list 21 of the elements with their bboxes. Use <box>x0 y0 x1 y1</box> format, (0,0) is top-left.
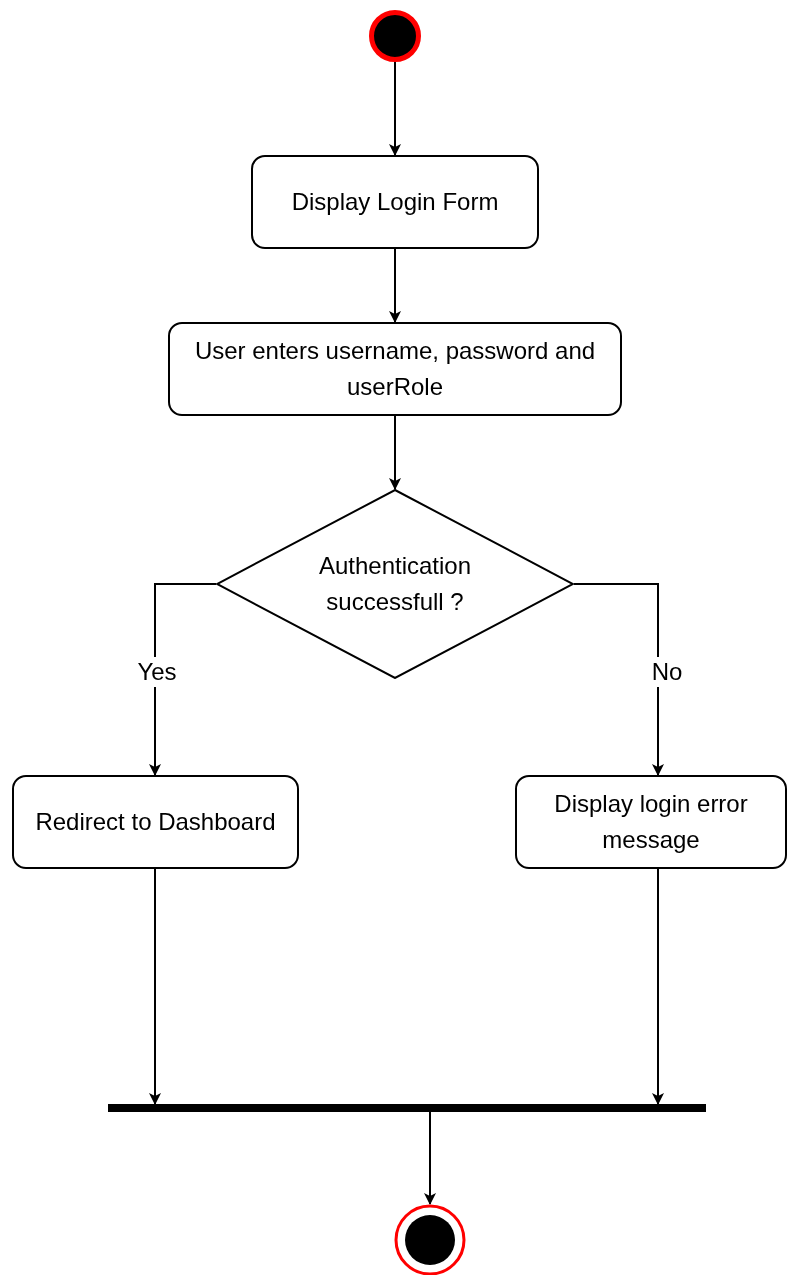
join-bar <box>108 1104 706 1112</box>
arrow <box>389 415 401 490</box>
end-node <box>394 1204 466 1275</box>
action-box <box>12 775 299 869</box>
arrow <box>573 583 664 776</box>
arrow <box>652 868 664 1105</box>
node-text: Redirect to Dashboard <box>34 807 277 837</box>
action-box <box>168 322 622 416</box>
arrow <box>424 1111 436 1205</box>
arrow <box>389 248 401 323</box>
node-text: Authentication successfull ? <box>317 551 473 617</box>
action-box <box>515 775 787 869</box>
arrow <box>149 868 161 1105</box>
node-text: Display Login Form <box>290 187 500 217</box>
arrow <box>149 583 217 776</box>
decision-diamond <box>216 489 574 679</box>
arrow <box>389 61 401 156</box>
action-box <box>251 155 539 249</box>
node-text: Display login error message <box>553 789 749 855</box>
node-text: User enters username, password and userRole <box>193 336 597 402</box>
start-node <box>369 10 421 62</box>
